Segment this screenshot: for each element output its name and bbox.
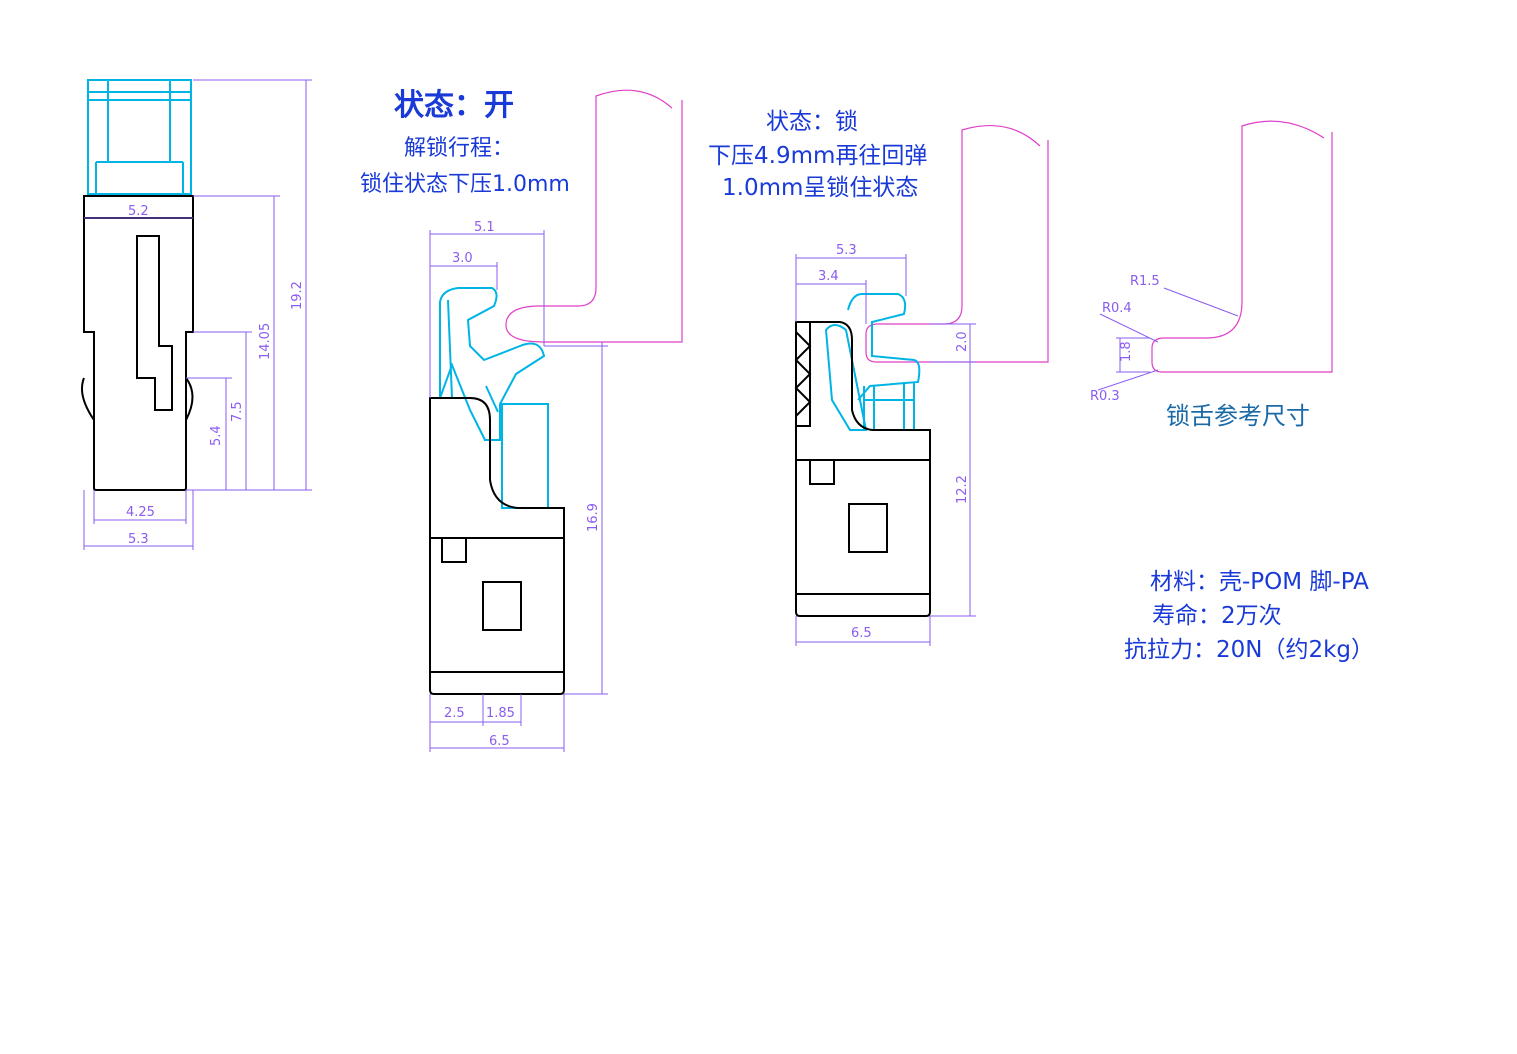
spec-material: 材料：壳-POM 脚-PA bbox=[1150, 569, 1369, 595]
view3-dim-gap: 2.0 bbox=[955, 331, 970, 352]
view2-dim-height: 16.9 bbox=[586, 503, 601, 532]
view3-dim-top-w2: 3.4 bbox=[818, 269, 839, 284]
view1-side: 5.2 4.25 5.3 5.4 7.5 14.05 19.2 bbox=[81, 79, 312, 550]
lock-desc-line1: 下压4.9mm再往回弹 bbox=[708, 143, 928, 169]
view1-dim-h3: 14.05 bbox=[258, 323, 273, 360]
view1-body bbox=[81, 195, 194, 491]
view2-dim-bottom-total: 6.5 bbox=[489, 734, 510, 749]
unlock-travel-desc: 锁住状态下压1.0mm bbox=[360, 172, 570, 197]
view3-dim-bottom-total: 6.5 bbox=[851, 626, 872, 641]
view1-dim-h2: 7.5 bbox=[230, 401, 245, 422]
view2-open-state: 5.1 3.0 16.9 2.5 1.85 6.5 bbox=[429, 89, 683, 752]
view4-dimensions bbox=[1097, 287, 1239, 391]
view2-dim-bottom-w1: 2.5 bbox=[444, 706, 465, 721]
view2-latch bbox=[439, 287, 549, 509]
view3-panel bbox=[865, 124, 1049, 363]
view1-dim-h4: 19.2 bbox=[290, 281, 305, 310]
view3-body bbox=[794, 321, 931, 617]
view2-dim-top-w1: 5.1 bbox=[474, 220, 495, 235]
view1-dim-top-width: 5.2 bbox=[128, 204, 149, 219]
tongue-dim-r3: R0.3 bbox=[1090, 389, 1120, 404]
spec-life: 寿命：2万次 bbox=[1152, 603, 1282, 629]
view3-dim-height: 12.2 bbox=[955, 475, 970, 504]
view4-tongue-reference: R1.5 R0.4 1.8 R0.3 bbox=[1090, 120, 1333, 404]
view3-lock-state: 5.3 3.4 2.0 12.2 6.5 bbox=[794, 124, 1049, 646]
tongue-ref-title: 锁舌参考尺寸 bbox=[1166, 402, 1310, 430]
spec-pull-force: 抗拉力：20N（约2kg） bbox=[1124, 637, 1375, 663]
tongue-dim-r2: R0.4 bbox=[1102, 301, 1132, 316]
view3-dim-top-w1: 5.3 bbox=[836, 243, 857, 258]
view3-dimensions bbox=[795, 254, 976, 646]
view2-dim-top-w2: 3.0 bbox=[452, 251, 473, 266]
state-open-title: 状态：开 bbox=[394, 88, 514, 123]
tongue-dim-h: 1.8 bbox=[1119, 341, 1134, 362]
view1-dim-bottom-inner: 4.25 bbox=[126, 505, 155, 520]
view2-dim-bottom-w2: 1.85 bbox=[486, 706, 515, 721]
view1-dimensions bbox=[83, 79, 312, 550]
tongue-profile bbox=[1151, 120, 1333, 373]
view2-body bbox=[429, 397, 565, 695]
view1-dim-bottom-outer: 5.3 bbox=[128, 532, 149, 547]
view3-latch bbox=[824, 293, 921, 431]
state-lock-title: 状态：锁 bbox=[766, 109, 858, 135]
unlock-travel-label: 解锁行程： bbox=[404, 136, 515, 161]
view2-panel bbox=[505, 89, 683, 343]
view2-dimensions bbox=[429, 230, 608, 752]
lock-desc-line2: 1.0mm呈锁住状态 bbox=[722, 175, 919, 201]
view1-dim-h1: 5.4 bbox=[209, 425, 224, 446]
view1-cyan-top bbox=[87, 79, 192, 195]
tongue-dim-r1: R1.5 bbox=[1130, 274, 1160, 289]
